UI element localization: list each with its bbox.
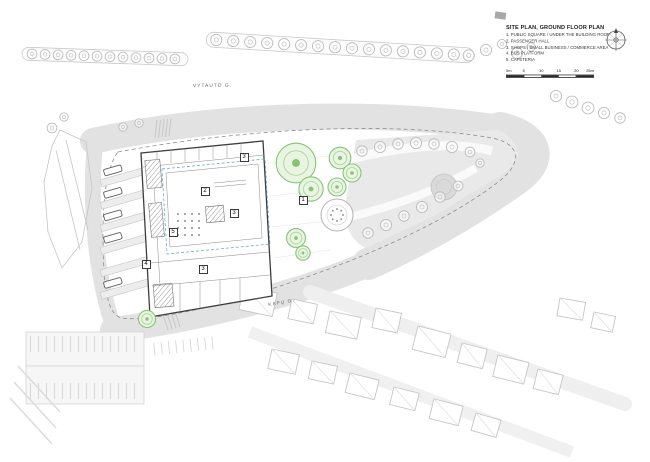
scale-label-5: 5 <box>522 69 525 74</box>
east-trees <box>550 90 626 124</box>
residential-blocks <box>238 285 617 458</box>
area-marker-shops-3: 3 <box>198 264 208 274</box>
street-label-vytauto: VYTAUTO G. <box>193 83 233 89</box>
area-marker-public-square: 1 <box>298 195 308 205</box>
legend: 1. PUBLIC SQUARE / UNDER THE BUILDING RO… <box>506 33 642 64</box>
legend-item-4: 4. BUS PLATFORM <box>506 51 545 57</box>
legend-item-5: 5. CAFETERIA <box>506 58 535 63</box>
scale-label-0: 0m <box>506 69 512 74</box>
scale-label-20: 20 <box>574 69 579 74</box>
west-terrain <box>43 129 93 269</box>
road-marks <box>9 365 61 445</box>
plan-title: SITE PLAN, GROUND FLOOR PLAN <box>506 25 605 31</box>
area-marker-shops-2: 3 <box>229 208 239 218</box>
scale-bar: 0m 5 10 15 20 25m <box>506 69 594 78</box>
title-block: SITE PLAN, GROUND FLOOR PLAN 1. PUBLIC S… <box>506 25 642 78</box>
scale-label-15: 15 <box>556 69 562 74</box>
parking-lot <box>25 331 215 405</box>
crosswalk-marks <box>154 117 181 331</box>
legend-item-2: 2. PASSENGER HALL <box>506 39 550 45</box>
scale-label-10: 10 <box>538 69 544 74</box>
legend-item-1: 1. PUBLIC SQUARE / UNDER THE BUILDING RO… <box>506 33 610 38</box>
tree-row-north-west <box>21 46 189 67</box>
area-marker-bus-platform: 4 <box>141 259 151 269</box>
area-marker-shops-1: 3 <box>239 152 249 162</box>
scale-labels: 0m 5 10 15 20 25m <box>506 69 594 75</box>
column-grid <box>177 213 200 236</box>
north-arrow-icon <box>603 27 629 53</box>
north-east-trees <box>480 11 536 59</box>
circular-plaza <box>320 198 354 232</box>
scale-label-25: 25m <box>586 69 594 74</box>
small-structure <box>494 11 507 20</box>
area-marker-passenger-hall: 2 <box>200 186 210 196</box>
scale-bar-segments <box>506 74 594 78</box>
area-marker-cafeteria: 5 <box>168 227 178 237</box>
roof-outline <box>161 158 271 255</box>
station-building <box>140 140 273 318</box>
tree-row-north <box>205 31 476 64</box>
legend-item-3: 3. SHOPS / SMALL BUSINESS / COMMERCE ARE… <box>506 45 609 51</box>
